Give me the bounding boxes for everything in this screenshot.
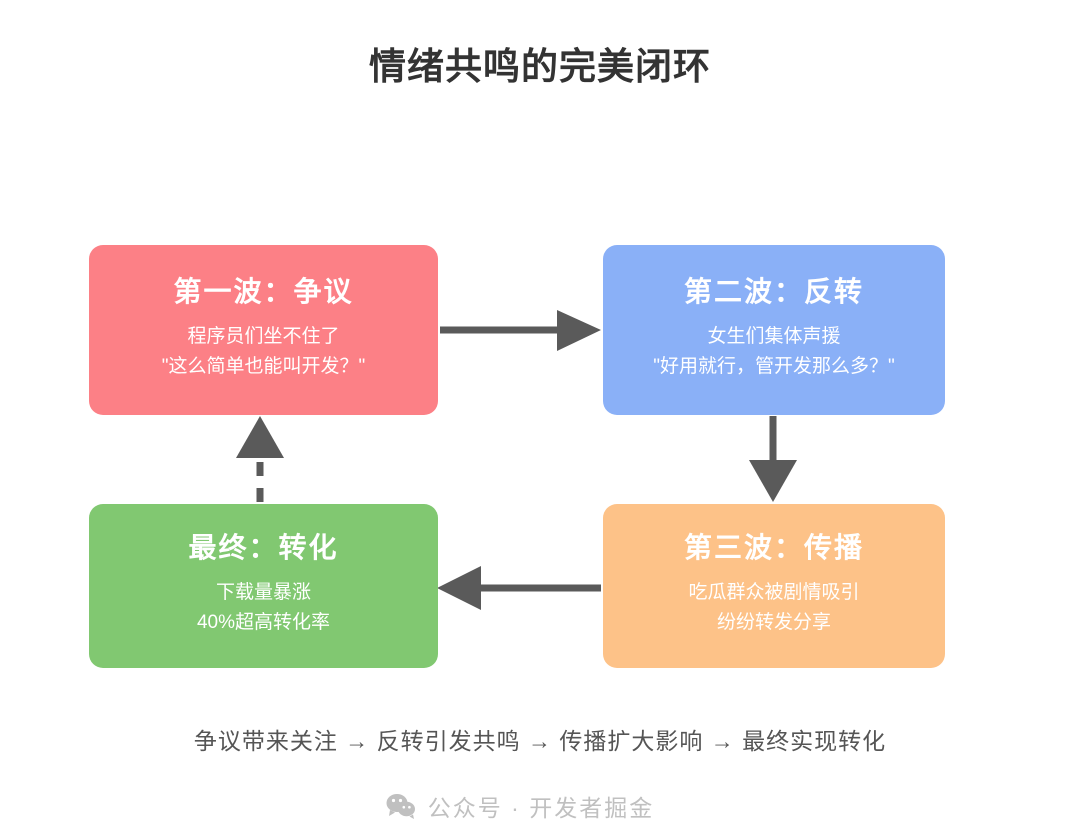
- node-conversion-line-2: 40%超高转化率: [196, 611, 331, 633]
- node-dispute-title: 第一波：争议: [173, 275, 354, 307]
- page-title: 情绪共鸣的完美闭环: [369, 46, 711, 87]
- node-dispute-line-1: 程序员们坐不住了: [187, 326, 340, 348]
- node-spread[interactable]: 第三波：传播 吃瓜群众被剧情吸引 纷纷转发分享: [603, 504, 945, 668]
- footer-watermark: 公众号 · 开发者掘金: [0, 789, 1080, 823]
- node-dispute[interactable]: 第一波：争议 程序员们坐不住了 "这么简单也能叫开发？": [89, 245, 438, 415]
- arrow-dispute-to-reversal: [440, 310, 601, 351]
- arrow-spread-to-conversion: [437, 566, 601, 610]
- arrow-reversal-to-spread: [749, 416, 797, 502]
- node-spread-line-2: 纷纷转发分享: [716, 611, 831, 633]
- wechat-icon: [386, 793, 416, 819]
- node-reversal[interactable]: 第二波：反转 女生们集体声援 "好用就行，管开发那么多？": [603, 245, 945, 415]
- node-conversion[interactable]: 最终：转化 下载量暴涨 40%超高转化率: [89, 504, 438, 668]
- node-reversal-title: 第二波：反转: [683, 275, 864, 307]
- node-conversion-title: 最终：转化: [188, 531, 339, 563]
- flow-caption: 争议带来关注 → 反转引发共鸣 → 传播扩大影响 → 最终实现转化: [193, 728, 887, 754]
- node-dispute-line-2: "这么简单也能叫开发？": [161, 355, 366, 377]
- node-spread-line-1: 吃瓜群众被剧情吸引: [688, 582, 860, 604]
- node-conversion-line-1: 下载量暴涨: [215, 582, 311, 604]
- node-spread-title: 第三波：传播: [683, 531, 864, 563]
- node-reversal-line-1: 女生们集体声援: [707, 326, 841, 348]
- arrow-conversion-to-dispute: [236, 416, 284, 502]
- node-reversal-line-2: "好用就行，管开发那么多？": [653, 355, 895, 377]
- footer-watermark-text: 公众号 · 开发者掘金: [427, 795, 655, 821]
